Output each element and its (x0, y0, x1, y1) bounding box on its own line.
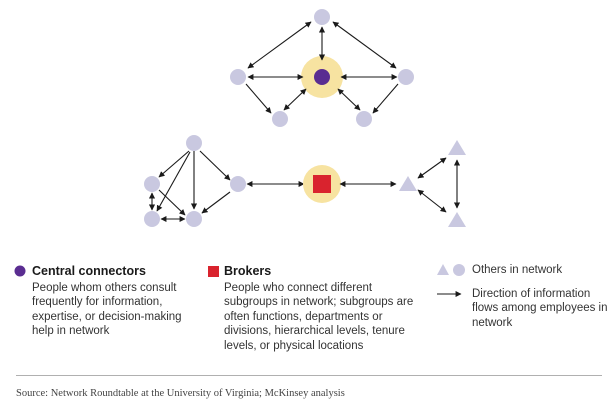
description-line: flows among employees in (472, 302, 608, 315)
brokers-title: Brokers (224, 264, 272, 278)
arrow (158, 189, 186, 216)
arrow (247, 21, 312, 69)
top-cluster-arrows (245, 21, 399, 114)
direction-description: Direction of information flows among emp… (472, 287, 608, 330)
network-node (314, 9, 330, 25)
description-line: subgroups in network; subgroups are (224, 296, 414, 309)
arrow (417, 157, 447, 179)
top-cluster-nodes (230, 9, 414, 127)
network-node (230, 69, 246, 85)
arrow (201, 191, 231, 214)
right-cluster-nodes (399, 140, 466, 227)
broker-node (313, 175, 331, 193)
description-line: often functions, departments or (224, 310, 383, 323)
description-line: network (472, 316, 513, 329)
arrow (332, 21, 397, 69)
description-line: divisions, hierarchical levels, tenure (224, 325, 405, 338)
left-cluster-nodes (144, 135, 246, 227)
others-legend-triangle-icon (437, 264, 449, 275)
network-node (230, 176, 246, 192)
arrow (158, 150, 190, 178)
network-node-triangle (448, 212, 466, 227)
central-connector-node (314, 69, 330, 85)
arrow (372, 83, 399, 114)
arrow (156, 151, 191, 212)
network-node (356, 111, 372, 127)
description-line: expertise, or decision-making (32, 310, 182, 323)
network-node (144, 176, 160, 192)
right-cluster-arrows (339, 157, 461, 213)
network-node (144, 211, 160, 227)
network-node-triangle (448, 140, 466, 155)
others-in-network-label: Others in network (472, 264, 563, 276)
central-connectors-description: People whom others consult frequently fo… (32, 281, 182, 339)
others-legend-circle-icon (453, 264, 465, 276)
brokers-description: People who connect different subgroups i… (224, 281, 413, 353)
description-line: levels, or physical locations (224, 339, 364, 352)
network-node (186, 211, 202, 227)
arrow (199, 150, 231, 181)
source-note: Source: Network Roundtable at the Univer… (16, 388, 345, 399)
arrow (417, 189, 447, 213)
central-connectors-title: Central connectors (32, 264, 146, 278)
description-line: People whom others consult (32, 282, 177, 294)
description-line: People who connect different (224, 282, 373, 294)
arrow (337, 88, 361, 111)
description-line: Direction of information (472, 288, 591, 300)
network-node (398, 69, 414, 85)
description-line: help in network (32, 325, 110, 338)
left-cluster-arrows (148, 150, 305, 223)
central-connector-legend-icon (14, 265, 26, 277)
arrow (283, 88, 307, 111)
divider (16, 375, 602, 376)
broker-legend-icon (208, 266, 219, 277)
network-node (272, 111, 288, 127)
arrow (245, 83, 272, 114)
description-line: frequently for information, (32, 296, 163, 309)
network-node (186, 135, 202, 151)
network-node-triangle (399, 176, 417, 191)
